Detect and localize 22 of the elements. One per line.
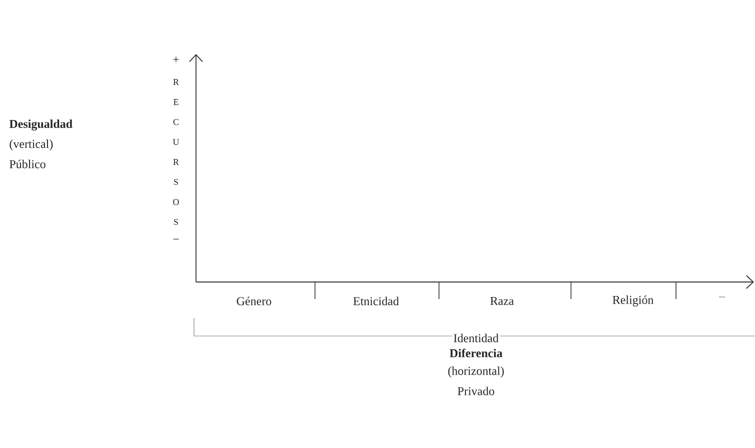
bracket-label: Identidad (452, 332, 500, 344)
axis-letter: C (173, 118, 178, 126)
axis-subtitle: (horizontal) (448, 366, 504, 378)
axis-subtitle: (vertical) (10, 140, 53, 150)
axis-letter: S (174, 178, 178, 186)
category-label: Género (236, 296, 272, 306)
axis-title: Desigualdad (9, 120, 72, 130)
category-label: Etnicidad (353, 296, 399, 306)
axis-subtitle: Privado (458, 386, 494, 396)
ellipsis: ... (720, 296, 724, 298)
scale-sign: − (173, 238, 179, 240)
axis-letter: U (172, 139, 180, 145)
axis-letter: E (174, 99, 178, 105)
category-label: Raza (490, 297, 514, 305)
axis-letter: S (174, 218, 178, 226)
scale-sign: + (173, 56, 179, 62)
category-label: Religión (612, 296, 654, 306)
axis-title: Diferencia (450, 348, 502, 358)
axis-letter: R (173, 159, 179, 165)
axis-letter: O (173, 198, 179, 206)
axis-letter: R (173, 79, 179, 85)
axis-subtitle: Público (10, 160, 46, 168)
